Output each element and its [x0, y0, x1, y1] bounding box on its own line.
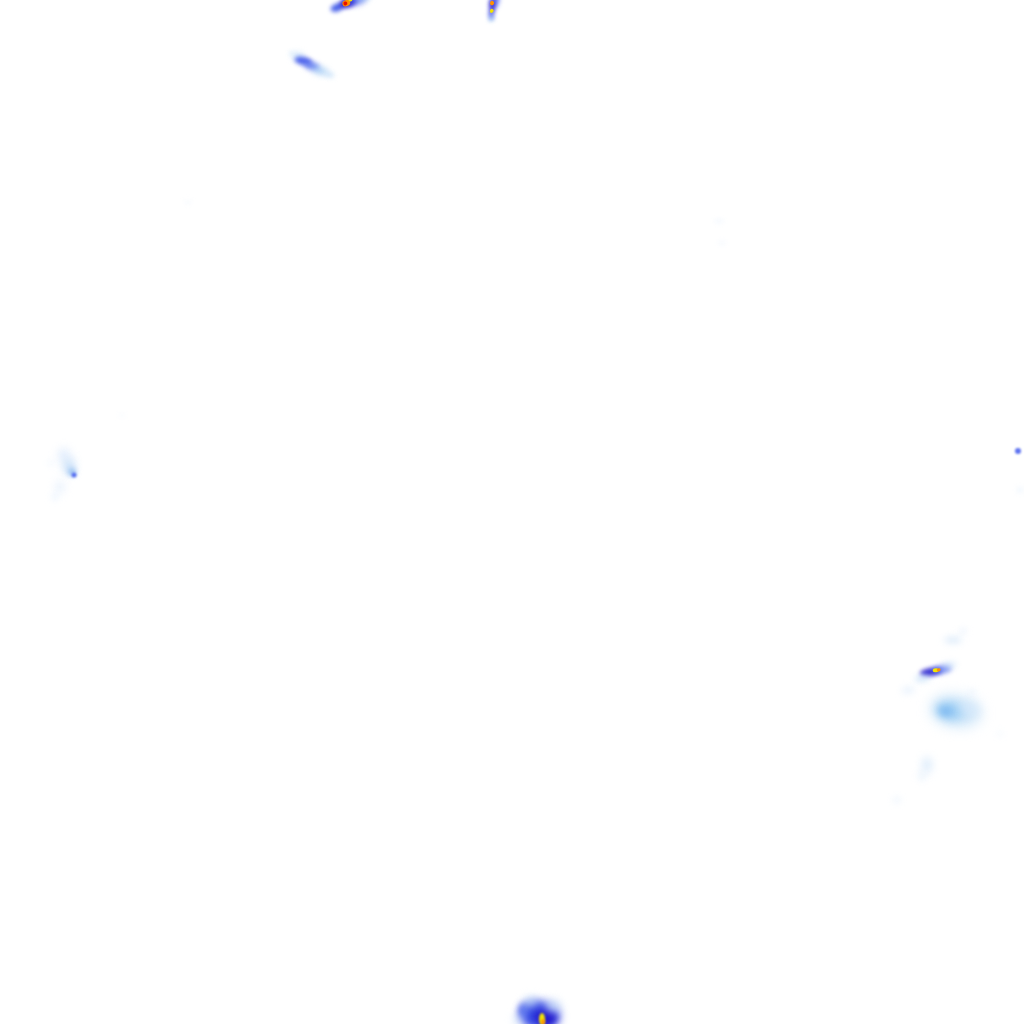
radar-reflectivity-layer	[0, 0, 1024, 1024]
radar-tile[interactable]	[0, 0, 1024, 1024]
